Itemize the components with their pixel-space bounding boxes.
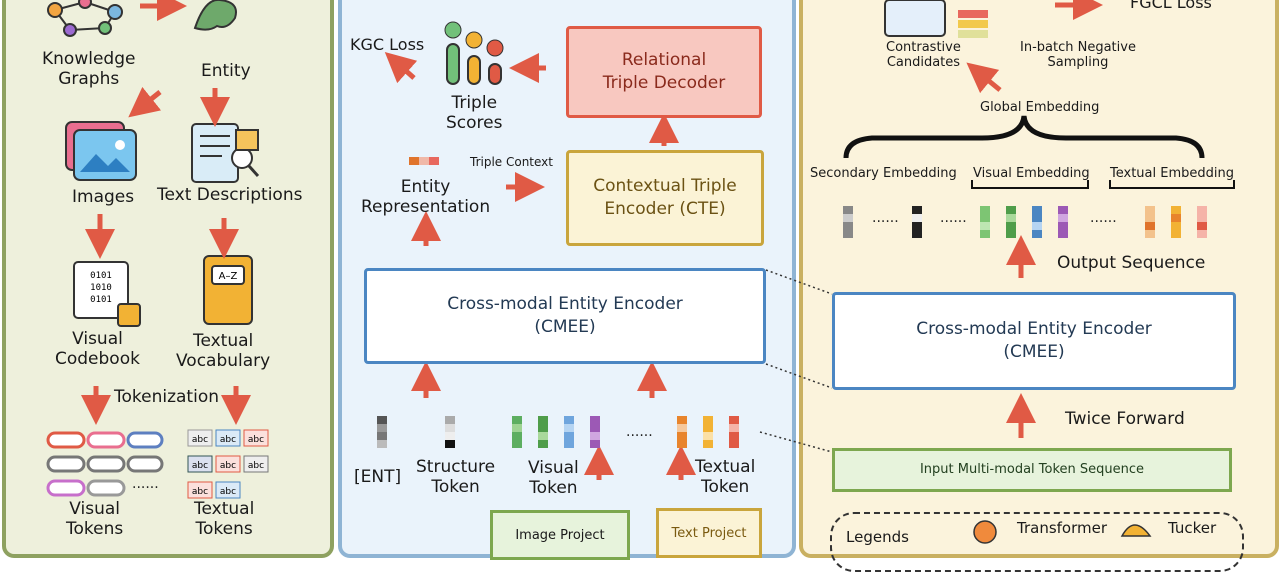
- entity-label: Entity: [201, 61, 251, 81]
- relational-triple-decoder: Relational Triple Decoder: [566, 26, 762, 118]
- knowledge-graphs-label: Knowledge Graphs: [42, 49, 136, 89]
- svg-text:......: ......: [940, 210, 967, 226]
- svg-text:abc: abc: [192, 487, 208, 497]
- visual-embedding-label: Visual Embedding: [973, 166, 1090, 181]
- knowledge-graph-icon: [47, 0, 123, 37]
- fgcl-loss-label: FGCL Loss: [1130, 0, 1212, 12]
- svg-text:abc: abc: [248, 461, 264, 471]
- svg-text:A–Z: A–Z: [219, 271, 238, 282]
- visual-token-label: Visual Token: [528, 458, 579, 498]
- svg-text:abc: abc: [192, 435, 208, 445]
- contrastive-candidate-swatches: [884, 0, 988, 38]
- visual-codebook-label: Visual Codebook: [55, 329, 140, 369]
- contrastive-candidates-label: Contrastive Candidates: [886, 40, 961, 70]
- textual-token-boxes: abc abc abc abc abc abc abc abc: [187, 429, 269, 499]
- secondary-embedding-label: Secondary Embedding: [810, 166, 957, 181]
- svg-text:......: ......: [132, 476, 159, 492]
- entity-representation-swatch: [409, 157, 439, 165]
- svg-text:......: ......: [626, 424, 653, 440]
- legend-title: Legends: [846, 528, 909, 546]
- svg-text:abc: abc: [192, 461, 208, 471]
- textual-vocabulary-icon: A–Z: [203, 255, 253, 325]
- visual-codebook-icon: 0101 1010 0101: [73, 261, 141, 327]
- output-sequence-columns: [843, 206, 1207, 238]
- images-label: Images: [72, 187, 135, 207]
- triple-scores-icon: [444, 21, 504, 85]
- svg-text:1010: 1010: [90, 283, 112, 293]
- left-panel-arrows: [81, 0, 251, 425]
- svg-text:abc: abc: [248, 435, 264, 445]
- triple-scores-label: Triple Scores: [446, 93, 503, 133]
- images-icon: [65, 121, 137, 181]
- structure-token-label: Structure Token: [416, 457, 496, 497]
- middle-panel-arrows: [384, 0, 1103, 480]
- textual-tokens-label: Textual Tokens: [194, 499, 255, 539]
- visual-token-pills: [46, 431, 164, 497]
- cross-modal-entity-encoder-middle: Cross-modal Entity Encoder (CMEE): [364, 268, 766, 364]
- kgc-loss-label: KGC Loss: [350, 35, 425, 54]
- text-description-icon: [191, 123, 260, 183]
- ent-token-label: [ENT]: [354, 467, 402, 487]
- cross-modal-entity-encoder-right: Cross-modal Entity Encoder (CMEE): [832, 292, 1236, 390]
- twice-forward-label: Twice Forward: [1065, 409, 1185, 429]
- textual-vocabulary-label: Textual Vocabulary: [176, 331, 271, 371]
- text-project-box: Text Project: [656, 508, 762, 558]
- tokenization-label: Tokenization: [114, 387, 219, 407]
- svg-text:......: ......: [1090, 210, 1117, 226]
- legend-tucker-label: Tucker: [1168, 519, 1217, 537]
- svg-text:0101: 0101: [90, 295, 112, 305]
- entity-representation-label: Entity Representation: [361, 177, 491, 217]
- global-embedding-brace: [843, 115, 1205, 159]
- output-sequence-label: Output Sequence: [1057, 253, 1206, 273]
- diagram-graphics: 0101 1010 0101 A–Z abc abc abc abc abc abc a…: [46, 0, 1235, 544]
- input-token-columns: [377, 416, 739, 448]
- svg-text:......: ......: [872, 210, 899, 226]
- contextual-triple-encoder: Contextual Triple Encoder (CTE): [566, 150, 764, 246]
- legend-transformer-label: Transformer: [1017, 519, 1108, 537]
- sub-embedding-brackets: [971, 180, 1235, 189]
- dinosaur-icon: [193, 0, 237, 31]
- in-batch-negative-sampling-label: In-batch Negative Sampling: [1020, 40, 1136, 70]
- ellipsis-dots: ..............................: [132, 210, 1117, 492]
- global-embedding-label: Global Embedding: [980, 100, 1100, 115]
- svg-text:abc: abc: [220, 487, 236, 497]
- svg-text:0101: 0101: [90, 271, 112, 281]
- textual-embedding-label: Textual Embedding: [1110, 166, 1234, 181]
- visual-tokens-label: Visual Tokens: [66, 499, 124, 539]
- connector-lines: [759, 269, 833, 453]
- input-token-sequence-box: Input Multi-modal Token Sequence: [832, 448, 1232, 492]
- triple-context-label: Triple Context: [470, 155, 553, 169]
- svg-text:abc: abc: [220, 435, 236, 445]
- text-descriptions-label: Text Descriptions: [157, 185, 303, 205]
- textual-token-label: Textual Token: [695, 457, 756, 497]
- image-project-box: Image Project: [490, 510, 630, 560]
- svg-text:abc: abc: [220, 461, 236, 471]
